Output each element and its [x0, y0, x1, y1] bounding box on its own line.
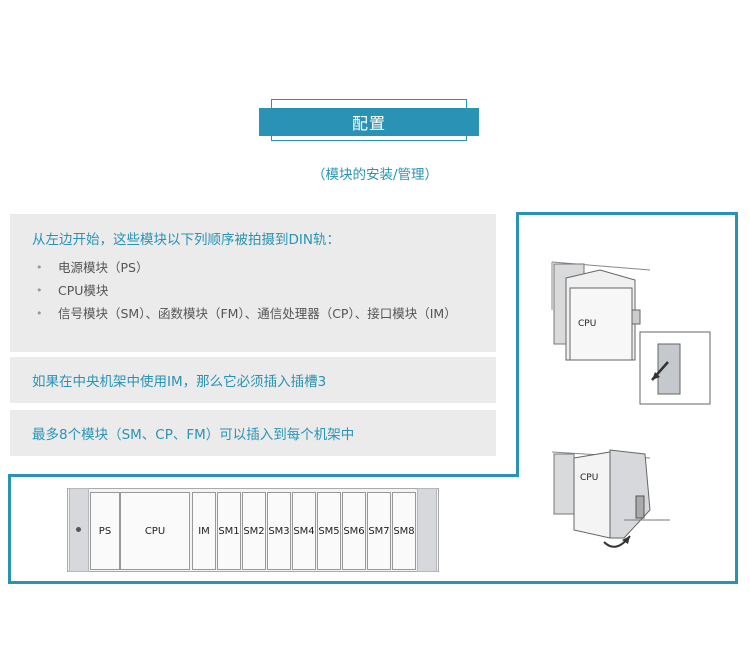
list-item: CPU模块 — [32, 283, 498, 299]
page-subtitle: （模块的安装/管理） — [311, 167, 439, 183]
mounting-order-box: 从左边开始，这些模块以下列顺序被拍摄到DIN轨： 电源模块（PS） CPU模块 … — [10, 214, 496, 352]
cpu-mounting-top-illustration: CPU — [551, 261, 711, 405]
screw-icon — [76, 527, 81, 532]
top-illustration-label: CPU — [578, 319, 596, 329]
list-item: 电源模块（PS） — [32, 260, 498, 276]
rack-module-sm8: SM8 — [392, 492, 416, 570]
rack-module-im: IM — [192, 492, 216, 570]
im-slot-note: 如果在中央机架中使用IM，那么它必须插入插槽3 — [32, 374, 327, 390]
rack-module-sm5: SM5 — [317, 492, 341, 570]
bottom-illustration-label: CPU — [580, 473, 598, 483]
mounting-order-heading: 从左边开始，这些模块以下列顺序被拍摄到DIN轨： — [32, 232, 340, 248]
mounting-illustration: CPU CPU — [551, 261, 711, 548]
module-hinge-bottom-illustration: CPU — [551, 449, 670, 548]
rack-module-sm6: SM6 — [342, 492, 366, 570]
rack-module-sm2: SM2 — [242, 492, 266, 570]
rack-module-sm1: SM1 — [217, 492, 241, 570]
max-modules-note-box: 最多8个模块（SM、CP、FM）可以插入到每个机架中 — [10, 410, 496, 456]
frame-line-left — [8, 474, 11, 584]
rack-module-sm7: SM7 — [367, 492, 391, 570]
frame-line-middle — [8, 474, 519, 477]
rack-end-right — [417, 488, 437, 572]
rack-module-ps: PS — [90, 492, 120, 570]
frame-line-right — [735, 212, 738, 584]
frame-line-top — [516, 212, 738, 215]
list-item: 信号模块（SM）、函数模块（FM）、通信处理器（CP）、接口模块（IM） — [32, 306, 498, 322]
frame-line-bottom — [8, 581, 738, 584]
rack-module-sm4: SM4 — [292, 492, 316, 570]
im-slot-note-box: 如果在中央机架中使用IM，那么它必须插入插槽3 — [10, 357, 496, 403]
module-order-list: 电源模块（PS） CPU模块 信号模块（SM）、函数模块（FM）、通信处理器（C… — [32, 260, 496, 322]
max-modules-note: 最多8个模块（SM、CP、FM）可以插入到每个机架中 — [32, 427, 355, 443]
rack-module-sm3: SM3 — [267, 492, 291, 570]
rack-module-cpu: CPU — [120, 492, 190, 570]
rack-end-left — [69, 488, 89, 572]
page-title: 配置 — [259, 108, 479, 136]
frame-line-inner-left — [516, 212, 519, 476]
